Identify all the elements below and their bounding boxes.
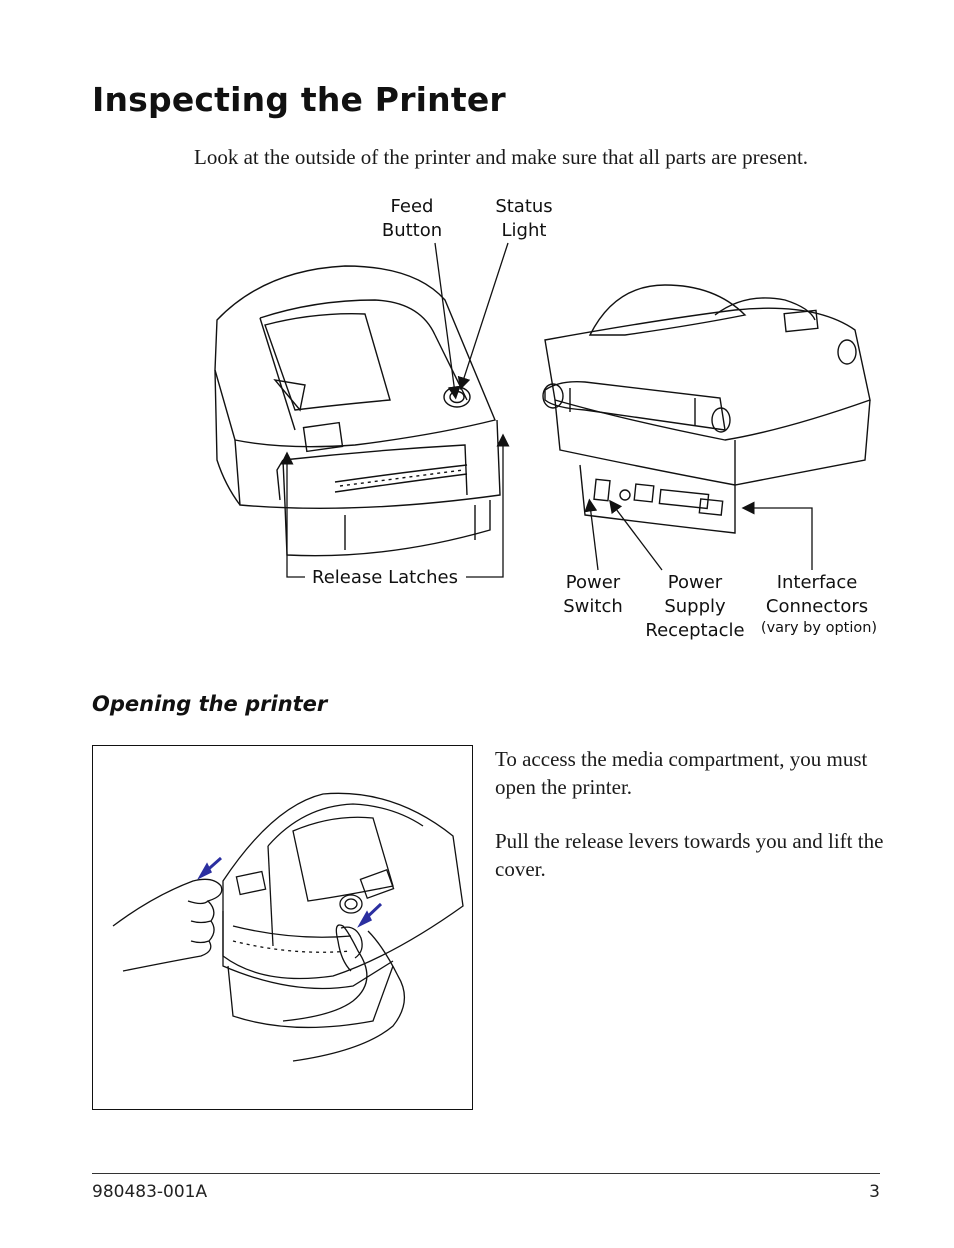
- leader-power-switch: [584, 498, 598, 570]
- label-interface-note: (vary by option): [760, 620, 878, 636]
- footer-page-number: 3: [869, 1182, 880, 1202]
- body-paragraph-1: To access the media compartment, you mus…: [495, 747, 868, 799]
- label-status-light: Status Light: [495, 196, 553, 241]
- printer-back-illustration: [535, 280, 875, 535]
- footer-doc-number: 980483-001A: [92, 1182, 208, 1202]
- leader-status-light: [457, 243, 508, 391]
- pull-arrow-icons: [199, 858, 381, 926]
- intro-paragraph: Look at the outside of the printer and m…: [194, 145, 809, 169]
- page-title: Inspecting the Printer: [92, 80, 506, 119]
- label-power-switch: Power Switch: [563, 572, 623, 617]
- label-feed-button: Feed Button: [381, 196, 443, 241]
- body-paragraph-2: Pull the release levers towards you and …: [495, 829, 884, 881]
- leader-feed-button: [435, 243, 461, 400]
- label-interface-connectors: Interface Connectors: [765, 572, 869, 617]
- callout-leader-lines: [280, 0, 954, 700]
- section-heading: Opening the printer: [92, 692, 328, 716]
- leader-release-latch-left: [280, 451, 305, 577]
- footer-rule: [92, 1173, 880, 1174]
- label-release-latches: Release Latches: [312, 567, 458, 588]
- leader-release-latch-right: [466, 433, 510, 577]
- label-power-supply-receptacle: Power Supply Receptacle: [645, 572, 745, 641]
- opening-printer-illustration: [92, 745, 473, 1110]
- leader-power-supply: [609, 499, 662, 570]
- leader-interface-connectors: [741, 501, 812, 570]
- printer-front-illustration: [205, 260, 515, 560]
